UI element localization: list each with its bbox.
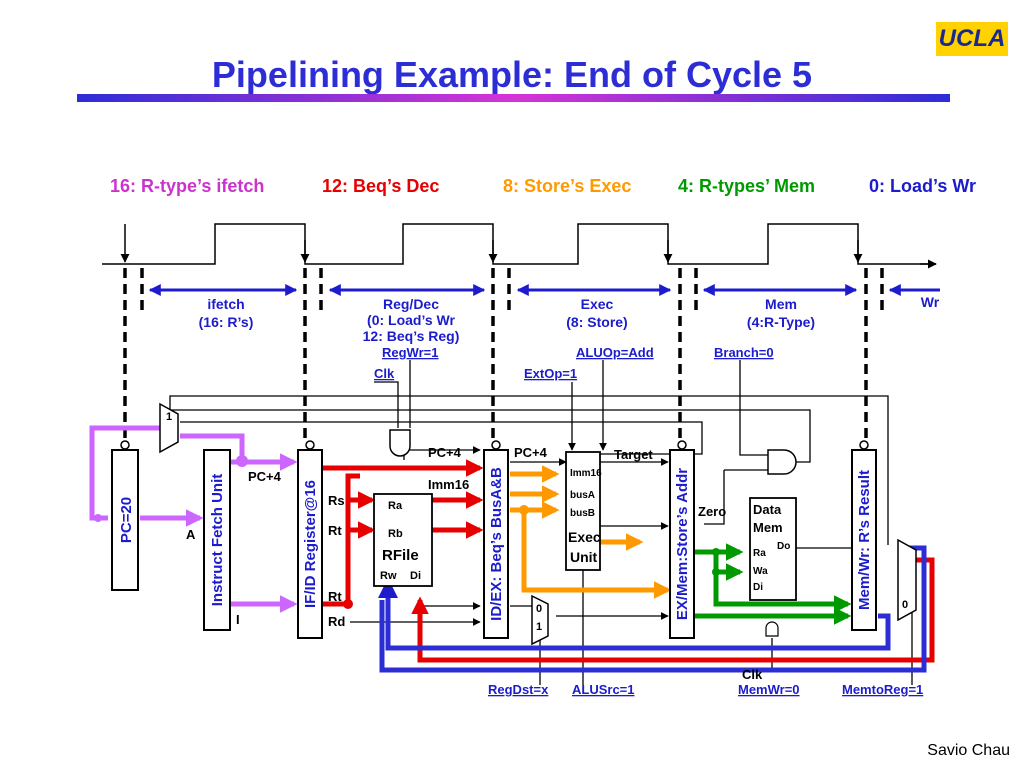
pc4-label-3: PC+4 xyxy=(514,445,548,460)
aluop-signal: ALUOp=Add xyxy=(576,345,654,360)
exec-unit xyxy=(565,451,601,571)
idex-label: ID/EX: Beq’s BusA&B xyxy=(488,467,505,621)
data-memory xyxy=(749,497,797,601)
clock-waveform xyxy=(102,223,936,265)
zero-label: Zero xyxy=(698,504,726,519)
idex-register xyxy=(483,449,509,639)
phase-regdec-3: 12: Beq’s Reg) xyxy=(363,328,460,344)
stage-ifetch-label: 16: R-type’s ifetch xyxy=(110,176,265,196)
phase-exec-1: Exec xyxy=(581,296,614,312)
rt2-label: Rt xyxy=(328,589,342,604)
phase-mem-1: Mem xyxy=(765,296,797,312)
ifid-register xyxy=(297,449,323,639)
memwr-clk-gate xyxy=(765,621,779,637)
imm16-label: Imm16 xyxy=(428,477,469,492)
exec-busb: busB xyxy=(570,508,595,519)
regwr-signal: RegWr=1 xyxy=(382,345,438,360)
exec-imm16: Imm16 xyxy=(570,468,602,479)
branch-signal: Branch=0 xyxy=(714,345,774,360)
target-label: Target xyxy=(614,447,653,462)
rfile-title: RFile xyxy=(382,547,419,564)
exmem-label: EX/Mem:Store’s Addr xyxy=(674,468,691,620)
rfile-di: Di xyxy=(410,570,421,582)
exec-title-1: Exec xyxy=(568,529,601,545)
memtoreg-signal: MemtoReg=1 xyxy=(842,682,923,697)
rt-label: Rt xyxy=(328,523,342,538)
dmem-title-2: Mem xyxy=(753,520,783,535)
phase-exec-2: (8: Store) xyxy=(566,314,627,330)
alusrc-signal: ALUSrc=1 xyxy=(572,682,635,697)
pc-register xyxy=(111,449,139,591)
wb-mux-0: 0 xyxy=(902,599,908,611)
dmem-title-1: Data xyxy=(753,502,782,517)
dmem-ra: Ra xyxy=(753,548,766,559)
writeback-mux xyxy=(897,538,917,622)
pc4-label-1: PC+4 xyxy=(248,469,282,484)
regdst-signal: RegDst=x xyxy=(488,682,549,697)
dmem-di: Di xyxy=(753,582,763,593)
phase-regdec-1: Reg/Dec xyxy=(383,296,439,312)
phase-regdec-2: (0: Load’s Wr xyxy=(367,312,455,328)
stage-mem-label: 4: R-types’ Mem xyxy=(678,176,816,196)
ucla-logo: UCLA xyxy=(936,22,1008,56)
register-file xyxy=(373,493,433,587)
rs-label: Rs xyxy=(328,493,345,508)
phase-ifetch-1: ifetch xyxy=(207,296,244,312)
pc-mux-one: 1 xyxy=(166,411,172,423)
rd-label: Rd xyxy=(328,614,345,629)
memwr-signal: MemWr=0 xyxy=(738,682,800,697)
stage-dec-label: 12: Beq’s Dec xyxy=(322,176,440,196)
phase-mem-2: (4:R-Type) xyxy=(747,314,815,330)
pc-register-label: PC=20 xyxy=(118,497,135,543)
logo-text: UCLA xyxy=(938,25,1006,52)
exec-title-2: Unit xyxy=(570,549,598,565)
dmem-do: Do xyxy=(777,541,790,552)
instruct-fetch-unit xyxy=(203,449,231,631)
i-label: I xyxy=(236,612,240,627)
exec-busa: busA xyxy=(570,490,595,501)
alusrc-mux-1: 1 xyxy=(536,621,542,633)
dmem-wa: Wa xyxy=(753,566,768,577)
memwr-label: Mem/Wr: R’s Result xyxy=(856,470,873,610)
phase-ifetch-2: (16: R’s) xyxy=(199,314,254,330)
stage-exec-label: 8: Store’s Exec xyxy=(503,176,632,196)
memwr-register xyxy=(851,449,877,631)
stage-wr-label: 0: Load’s Wr xyxy=(869,176,977,196)
clk-top-signal: Clk xyxy=(374,366,395,381)
exmem-register xyxy=(669,449,695,639)
pc-source-mux xyxy=(159,402,179,454)
slide-title: Pipelining Example: End of Cycle 5 xyxy=(211,54,813,95)
ifid-label: IF/ID Register@16 xyxy=(302,480,319,608)
extop-signal: ExtOp=1 xyxy=(524,366,577,381)
title-underline xyxy=(77,94,950,102)
footer-author: Savio Chau xyxy=(927,742,1010,759)
pc4-label-2: PC+4 xyxy=(428,445,462,460)
rfile-ra: Ra xyxy=(388,500,403,512)
a-label: A xyxy=(186,527,196,542)
regwr-and-gate xyxy=(389,429,411,457)
rfile-rb: Rb xyxy=(388,528,403,540)
phase-wr: Wr xyxy=(921,294,940,310)
alusrc-mux xyxy=(531,594,549,646)
clk-bottom-signal: Clk xyxy=(742,667,763,682)
ifu-label: Instruct Fetch Unit xyxy=(209,474,226,607)
branch-and-gate xyxy=(767,449,797,475)
alusrc-mux-0: 0 xyxy=(536,603,542,615)
rfile-rw: Rw xyxy=(380,570,397,582)
